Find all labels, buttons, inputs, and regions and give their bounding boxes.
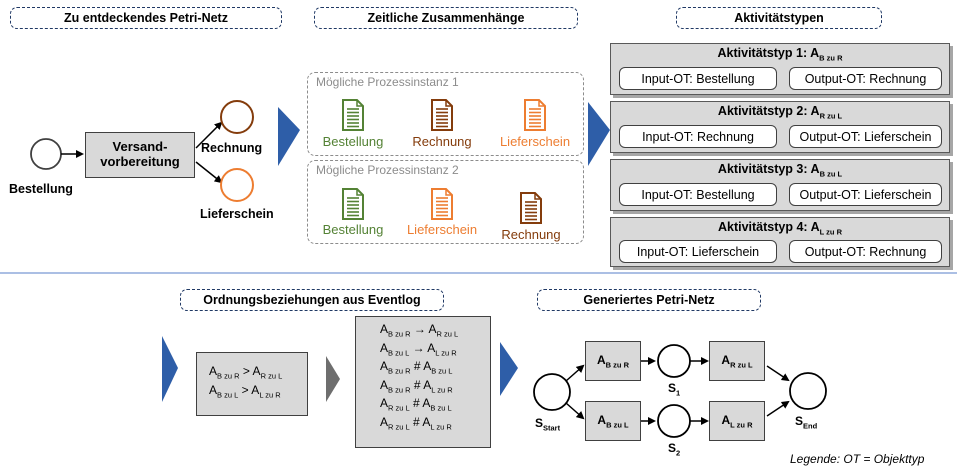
arc-start-t1	[565, 364, 585, 382]
arc-t4-end	[766, 400, 790, 417]
instance-title: Mögliche Prozessinstanz 1	[316, 75, 459, 89]
footprint-relation: AR zu L # AB zu L	[380, 396, 452, 413]
activity-type-title: Aktivitätstyp 2: AR zu L	[717, 104, 843, 121]
header-petri-net: Zu entdeckendes Petri-Netz	[10, 7, 282, 29]
label-rechnung: Rechnung	[201, 141, 263, 155]
place-s1	[657, 344, 691, 378]
chevron-2	[588, 102, 610, 166]
label-s-end: SEnd	[795, 414, 818, 431]
header-activity-types: Aktivitätstypen	[676, 7, 882, 29]
label-s-start: SStart	[535, 416, 561, 433]
activity-type-title: Aktivitätstyp 4: AL zu R	[717, 220, 843, 237]
header-temporal: Zeitliche Zusammenhänge	[314, 7, 578, 29]
place-s-end	[789, 372, 827, 410]
place-s2	[657, 404, 691, 438]
input-ot-pill: Input-OT: Bestellung	[619, 183, 777, 206]
instance2-doc-1-label: Bestellung	[322, 222, 384, 237]
input-ot-pill: Input-OT: Rechnung	[619, 125, 777, 148]
arc-t3-end	[766, 365, 790, 382]
footprint-relation: AB zu R # AB zu L	[380, 359, 453, 376]
instance1-doc-1-label: Bestellung	[322, 134, 384, 149]
header-ordering: Ordnungsbeziehungen aus Eventlog	[180, 289, 444, 311]
output-ot-pill: Output-OT: Rechnung	[789, 240, 942, 263]
place-bestellung	[30, 138, 62, 170]
ordering-relation: AB zu L > AL zu R	[209, 382, 281, 399]
chevron-3	[162, 336, 178, 402]
footprint-relation: AB zu R # AL zu R	[380, 377, 453, 394]
activity-type-2: Aktivitätstyp 2: AR zu L Input-OT: Rechn…	[610, 101, 950, 153]
input-ot-pill: Input-OT: Lieferschein	[619, 240, 777, 263]
output-ot-pill: Output-OT: Lieferschein	[789, 125, 942, 148]
legend: Legende: OT = Objekttyp	[790, 452, 925, 466]
instance1-doc-3-label: Lieferschein	[499, 134, 571, 149]
arc-start-t2	[565, 402, 585, 420]
chevron-1	[278, 107, 300, 166]
activity-type-3: Aktivitätstyp 3: AB zu L Input-OT: Beste…	[610, 159, 950, 211]
place-rechnung	[220, 100, 254, 134]
instance1-doc-2-label: Rechnung	[412, 134, 472, 149]
label-s1: S1	[668, 381, 681, 398]
arc-versand-to-lieferschein	[195, 161, 223, 184]
output-ot-pill: Output-OT: Lieferschein	[789, 183, 942, 206]
place-s-start	[533, 373, 571, 411]
header-generated: Generiertes Petri-Netz	[537, 289, 761, 311]
transition-b-zu-r: AB zu R	[585, 341, 641, 381]
transition-l-zu-r: AL zu R	[709, 401, 765, 441]
activity-type-1: Aktivitätstyp 1: AB zu R Input-OT: Beste…	[610, 43, 950, 95]
ordering-relation: AB zu R > AR zu L	[209, 364, 283, 381]
instance-title: Mögliche Prozessinstanz 2	[316, 163, 459, 177]
label-lieferschein: Lieferschein	[200, 207, 274, 221]
activity-type-4: Aktivitätstyp 4: AL zu R Input-OT: Liefe…	[610, 217, 950, 267]
transition-versandvorbereitung: Versand- vorbereitung	[85, 132, 195, 178]
output-ot-pill: Output-OT: Rechnung	[789, 67, 942, 90]
footprint-relation: AR zu L # AL zu R	[380, 414, 452, 431]
label-s2: S2	[668, 441, 681, 458]
chevron-5	[500, 342, 518, 396]
chevron-4	[326, 356, 340, 402]
transition-b-zu-l: AB zu L	[585, 401, 641, 441]
input-ot-pill: Input-OT: Bestellung	[619, 67, 777, 90]
activity-type-title: Aktivitätstyp 3: AB zu L	[717, 162, 843, 179]
activity-type-title: Aktivitätstyp 1: AB zu R	[717, 46, 843, 63]
instance2-doc-3-label: Rechnung	[501, 227, 561, 242]
instance2-doc-2-label: Lieferschein	[406, 222, 478, 237]
footprint-relation: AB zu L → AL zu R	[380, 340, 457, 357]
label-bestellung: Bestellung	[9, 182, 73, 196]
transition-r-zu-l: AR zu L	[709, 341, 765, 381]
arc-versand-to-rechnung	[195, 121, 223, 149]
place-lieferschein	[220, 168, 254, 202]
footprint-relation: AB zu R → AR zu L	[380, 322, 459, 339]
